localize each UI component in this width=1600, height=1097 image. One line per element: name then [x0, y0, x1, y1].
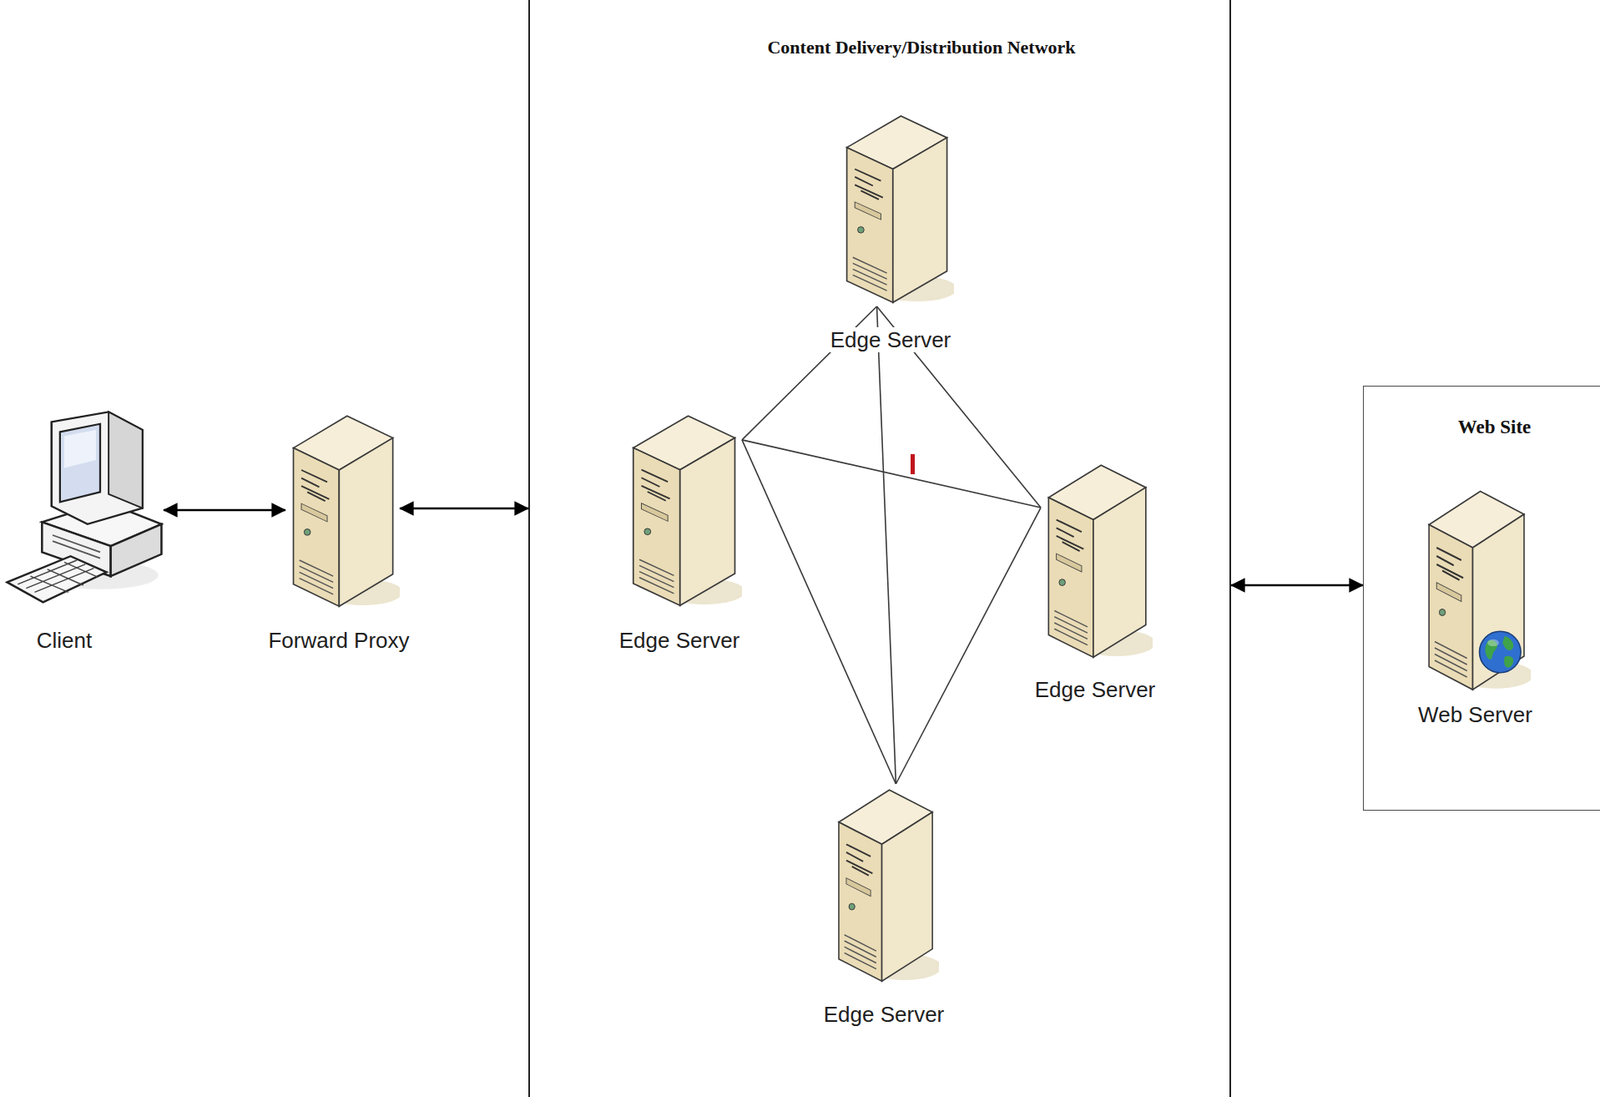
computer-icon [5, 409, 164, 611]
server-icon [831, 783, 939, 985]
server-node: Edge Server [1040, 459, 1153, 662]
double-arrow [163, 509, 286, 512]
node-label: Web Server [1415, 701, 1535, 727]
mesh-link [741, 306, 878, 440]
server-icon [1421, 484, 1531, 694]
server-icon [285, 409, 400, 611]
server-node: Edge Server [831, 783, 939, 985]
network-region: Content Delivery/Distribution NetworkEdg… [528, 0, 1232, 1097]
server-node: Edge Server [625, 409, 742, 610]
client-computer: Client [5, 409, 164, 611]
server-icon [625, 409, 742, 610]
group-title: Web Site [1455, 415, 1535, 440]
site-box: Web SiteWeb Server [1362, 385, 1600, 811]
mesh-link [741, 439, 896, 784]
server-icon [1040, 459, 1153, 662]
mesh-link [895, 507, 1041, 784]
server-node: Edge Server [838, 110, 954, 307]
double-arrow [399, 507, 529, 510]
node-label: Edge Server [616, 627, 743, 653]
mesh-link [741, 439, 1041, 508]
group-title: Content Delivery/Distribution Network [764, 35, 1078, 60]
text-cursor-mark [910, 454, 915, 475]
node-label: Edge Server [1032, 676, 1159, 702]
node-label: Edge Server [827, 327, 954, 353]
node-label: Forward Proxy [265, 627, 412, 653]
server-node: Forward Proxy [285, 409, 400, 611]
double-arrow [1231, 584, 1363, 587]
web-server-node: Web Server [1421, 484, 1531, 694]
node-label: Edge Server [821, 1001, 948, 1027]
mesh-link [877, 306, 897, 784]
node-label: Client [34, 627, 95, 653]
server-icon [838, 110, 954, 307]
